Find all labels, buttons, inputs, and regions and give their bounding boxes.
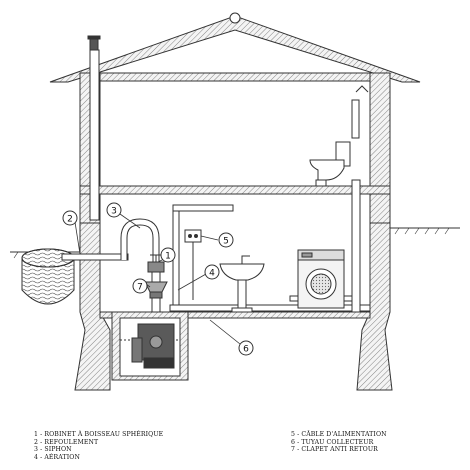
svg-text:1: 1 xyxy=(165,252,171,262)
legend-item: 5 - CÂBLE D'ALIMENTATION xyxy=(291,431,387,438)
roof xyxy=(49,12,421,83)
washing-machine-icon xyxy=(297,249,345,309)
svg-text:7: 7 xyxy=(137,283,143,293)
sink-icon xyxy=(219,255,265,313)
callout-3: 3 xyxy=(106,202,122,218)
callout-5: 5 xyxy=(218,232,234,248)
ventilation-chimney-icon xyxy=(87,35,101,51)
legend-item: 3 - SIPHON xyxy=(34,446,72,454)
legend-item: 2 - REFOULEMENT xyxy=(34,438,99,446)
callout-1: 1 xyxy=(160,247,176,263)
toilet-icon xyxy=(309,141,351,187)
external-tank-icon xyxy=(21,248,75,305)
ball-valve-icon xyxy=(147,254,165,273)
svg-text:3: 3 xyxy=(111,207,117,217)
vertical-vent-pipe xyxy=(89,49,100,221)
legend-right: 5 - CÂBLE D'ALIMENTATION 6 - TUYAU COLLE… xyxy=(291,431,387,454)
svg-text:6: 6 xyxy=(243,345,249,355)
svg-text:5: 5 xyxy=(223,237,229,247)
callout-4: 4 xyxy=(204,264,220,280)
discharge-pipe xyxy=(61,253,129,261)
house-plumbing-diagram: 1 2 3 4 5 6 7 xyxy=(10,12,460,391)
svg-text:2: 2 xyxy=(67,215,73,225)
pump-icon xyxy=(131,323,175,369)
callout-7: 7 xyxy=(132,278,148,294)
legend-item: 4 - AÉRATION xyxy=(34,453,80,461)
callout-2: 2 xyxy=(62,210,78,226)
callout-6: 6 xyxy=(238,340,254,356)
svg-text:4: 4 xyxy=(209,269,215,279)
legend-left: 1 - ROBINET À BOISSEAU SPHÉRIQUE 2 - REF… xyxy=(34,431,163,461)
legend-item: 6 - TUYAU COLLECTEUR xyxy=(291,438,374,446)
legend-item: 7 - CLAPET ANTI RETOUR xyxy=(291,446,378,454)
legend-item: 1 - ROBINET À BOISSEAU SPHÉRIQUE xyxy=(34,431,164,438)
power-socket-icon xyxy=(184,229,202,243)
check-valve-icon xyxy=(144,281,168,299)
